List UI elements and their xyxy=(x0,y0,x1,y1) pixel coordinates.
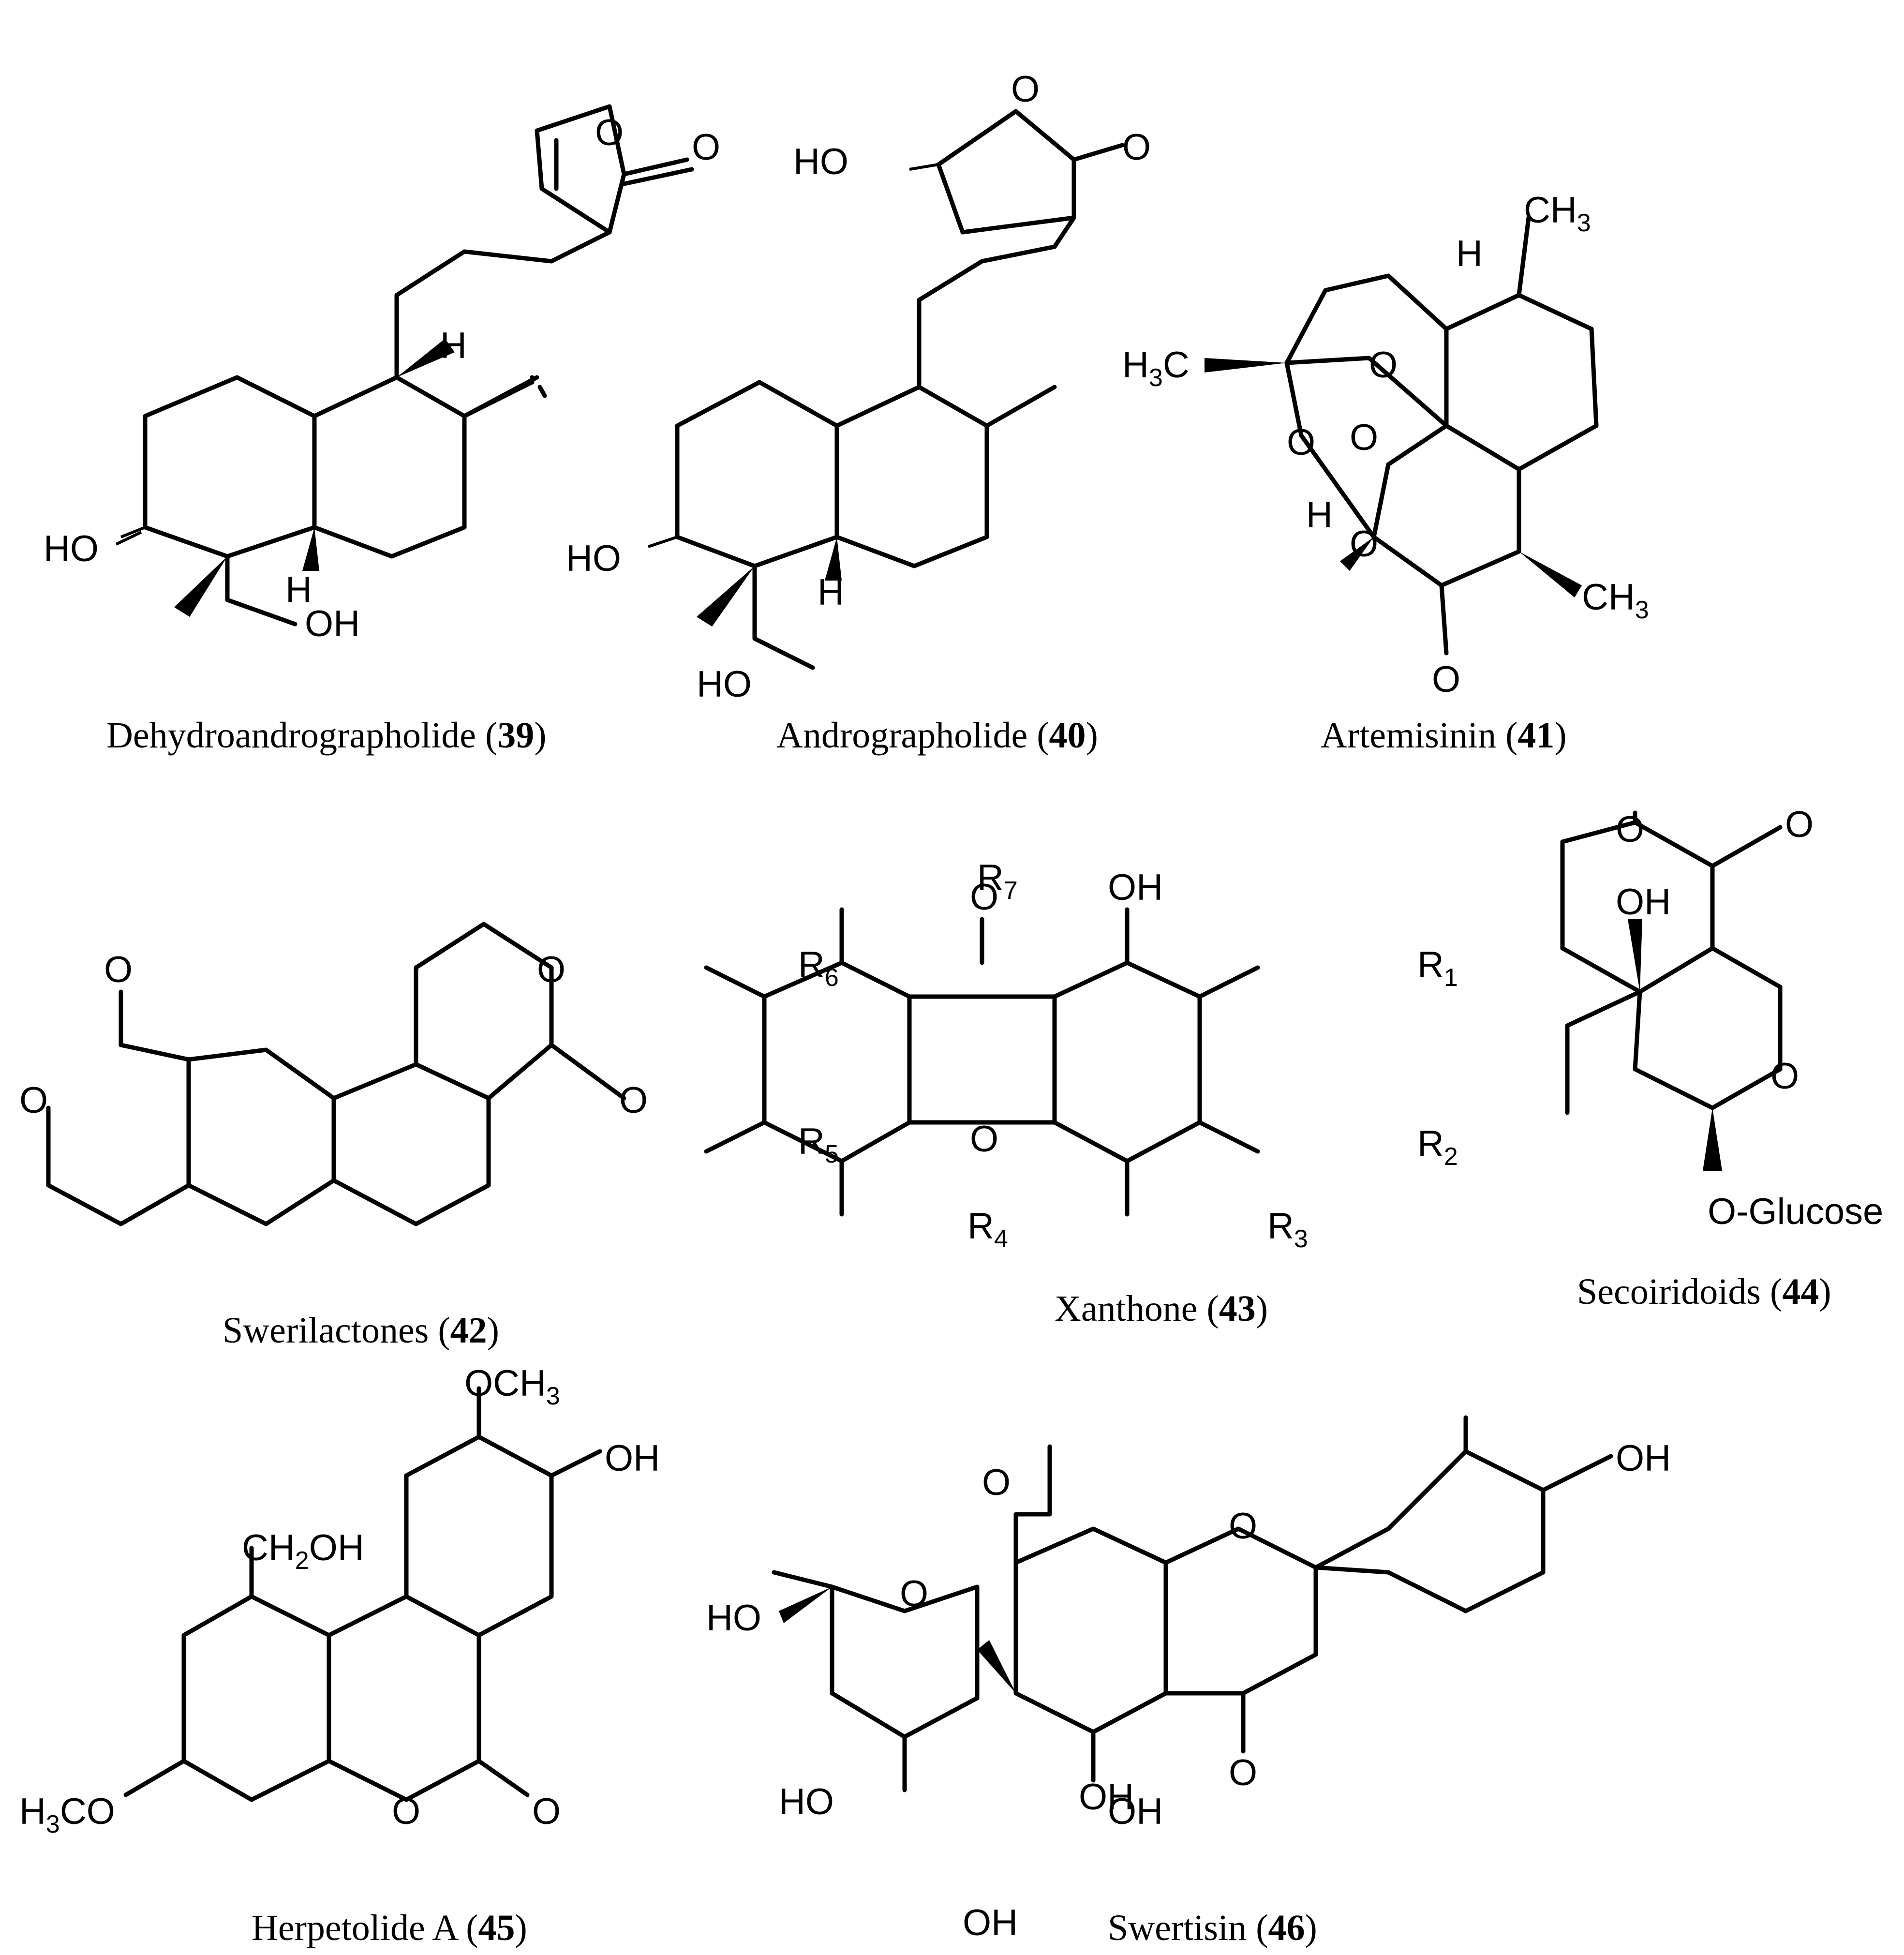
caption-45: Herpetolide A (45) xyxy=(252,1908,527,1948)
structure-dehydroandrographolide: HO OH H H O O Dehydroandrographolide (39… xyxy=(44,104,720,756)
atom-ch3: CH3 xyxy=(1582,577,1649,624)
atom-o: O xyxy=(392,1791,420,1832)
atom-o: O xyxy=(104,949,133,990)
atom-o: O xyxy=(692,127,720,168)
atom-o: O xyxy=(1616,809,1644,850)
atom-o-glucose: O-Glucose xyxy=(1708,1191,1883,1232)
caption-46: Swertisin (46) xyxy=(1108,1908,1317,1948)
structure-swertisin: O O O O OH OH HO HO OH OH Swertisin (46) xyxy=(706,1415,1671,1948)
atom-oh: OH xyxy=(1108,867,1163,908)
atom-o: O xyxy=(1785,804,1814,845)
atom-r3: R3 xyxy=(1267,1206,1308,1253)
caption-40: Andrographolide (40) xyxy=(776,715,1098,756)
atom-o: O xyxy=(1122,127,1151,168)
structure-andrographolide: HO HO H HO O O Andrographolide (40) xyxy=(566,69,1151,756)
atom-o: O xyxy=(1432,659,1460,700)
atom-h: H xyxy=(1456,233,1483,274)
atom-oh: OH xyxy=(1108,1791,1163,1832)
atom-o: O xyxy=(900,1573,928,1614)
atom-o: O xyxy=(1369,344,1398,386)
atom-h3c: H3C xyxy=(1122,344,1190,392)
atom-ho: HO xyxy=(566,538,621,579)
atom-ho: HO xyxy=(706,1597,761,1639)
atom-r1: R1 xyxy=(1417,944,1458,992)
caption-42: Swerilactones (42) xyxy=(223,1310,499,1351)
caption-39: Dehydroandrographolide (39) xyxy=(106,715,547,756)
structure-artemisinin: H3C O O O O O H H CH3 CH3 Artemisinin (4… xyxy=(1122,190,1649,756)
atom-ch3: CH3 xyxy=(1524,190,1591,237)
atom-o: O xyxy=(532,1791,561,1832)
structure-xanthone: O O OH R7 R6 R5 R4 R3 R2 R1 Xanthone (43… xyxy=(704,857,1458,1329)
atom-h3co: H3CO xyxy=(19,1791,115,1838)
structure-secoiridoids: O O O OH O-Glucose Secoiridoids (44) xyxy=(1560,804,1883,1312)
atom-o: O xyxy=(537,949,565,990)
atom-o: O xyxy=(970,877,998,918)
caption-41: Artemisinin (41) xyxy=(1321,715,1567,756)
atom-o: O xyxy=(1287,422,1315,463)
structure-swerilactones: O O O O Swerilactones (42) xyxy=(19,922,648,1351)
atom-h: H xyxy=(818,572,844,613)
atom-o: O xyxy=(1011,69,1040,110)
atom-oh: OH xyxy=(1616,1438,1671,1479)
atom-ch2oh: CH2OH xyxy=(242,1527,364,1575)
atom-r4: R4 xyxy=(967,1206,1008,1253)
atom-o: O xyxy=(595,112,624,153)
atom-r5: R5 xyxy=(798,1121,839,1168)
atom-och3: OCH3 xyxy=(464,1363,560,1410)
atom-ho: HO xyxy=(697,664,752,705)
atom-h: H xyxy=(440,325,467,366)
atom-o: O xyxy=(19,1080,48,1121)
atom-o: O xyxy=(982,1462,1011,1503)
atom-oh: OH xyxy=(1079,1776,1134,1818)
atom-h: H xyxy=(1306,494,1333,536)
atom-o: O xyxy=(1229,1506,1257,1547)
atom-ho: HO xyxy=(44,528,99,569)
atom-o: O xyxy=(970,1119,998,1160)
caption-43: Xanthone (43) xyxy=(1055,1288,1268,1329)
atom-h: H xyxy=(285,569,312,611)
atom-o: O xyxy=(619,1080,648,1121)
atom-oh: OH xyxy=(1616,881,1671,923)
atom-r7: R7 xyxy=(977,857,1018,905)
atom-oh: OH xyxy=(963,1902,1018,1943)
atom-oh: OH xyxy=(605,1438,660,1479)
atom-o: O xyxy=(1229,1752,1257,1793)
atom-ho: HO xyxy=(793,141,848,182)
atom-r6: R6 xyxy=(798,944,839,992)
atom-o: O xyxy=(1350,417,1378,458)
atom-ho: HO xyxy=(779,1781,834,1822)
atom-o: O xyxy=(1770,1056,1799,1097)
atom-oh: OH xyxy=(305,603,360,644)
atom-r2: R2 xyxy=(1417,1123,1458,1171)
atom-o: O xyxy=(1350,523,1378,565)
structure-herpetolide-a: CH2OH OCH3 OH O O H3CO Herpetolide A (45… xyxy=(19,1363,660,1948)
caption-44: Secoiridoids (44) xyxy=(1577,1271,1831,1312)
